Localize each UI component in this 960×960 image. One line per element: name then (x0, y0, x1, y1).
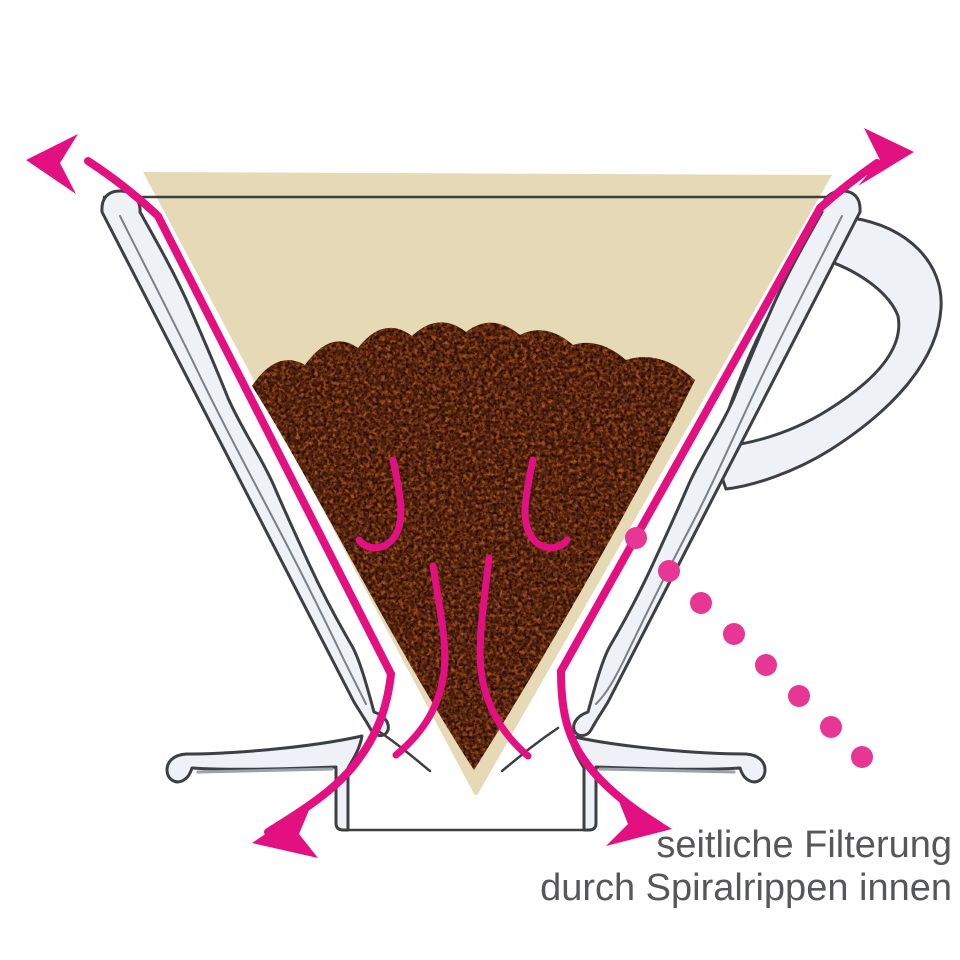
rib-dot (690, 592, 712, 614)
cone-wall-right (572, 189, 862, 738)
base-foot-right (568, 734, 767, 832)
base (165, 726, 767, 832)
caption-line-2: durch Spiralrippen innen (540, 867, 952, 909)
flow-branch-center-left (392, 562, 449, 759)
foot-shadow-left (196, 767, 334, 774)
rib-dot (625, 527, 647, 549)
caption: seitliche Filterung durch Spiralrippen i… (540, 824, 952, 910)
rib-indicator-dots (625, 527, 873, 768)
foot-shadow-right (598, 767, 736, 774)
caption-line-1: seitliche Filterung (656, 824, 952, 866)
rib-dot (658, 560, 680, 582)
rib-line-left (119, 215, 367, 705)
arrowhead-bottom-right (606, 794, 672, 846)
flow-hook-left (355, 456, 405, 552)
flow-line-left (84, 157, 396, 836)
flow-branch-center-right (476, 554, 532, 760)
arrowhead-bottom-left (252, 803, 318, 858)
arrowhead-top-right (858, 128, 914, 186)
rib-dot (755, 654, 777, 676)
rib-dot (723, 623, 745, 645)
coffee-grounds (252, 322, 695, 770)
arrowhead-top-left (26, 134, 78, 194)
rib-dot (820, 716, 842, 738)
rib-dot (851, 746, 873, 768)
flow-hook-right (521, 456, 571, 552)
flow-arrows (26, 128, 914, 858)
rib-line-right (595, 215, 843, 705)
base-foot-left (165, 734, 364, 832)
rib-dot (788, 685, 810, 707)
